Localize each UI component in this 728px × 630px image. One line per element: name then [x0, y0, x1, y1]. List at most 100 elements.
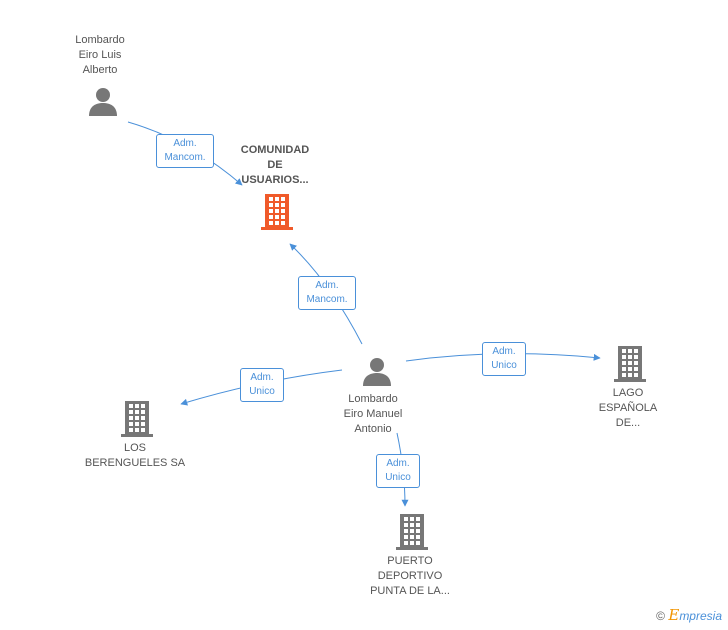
building-window: [628, 361, 632, 365]
building-window: [628, 373, 632, 377]
building-window: [416, 517, 420, 521]
label-line: LOS: [123, 442, 146, 454]
building-window: [628, 367, 632, 371]
brand-e: E: [668, 606, 680, 624]
building-window: [404, 541, 408, 545]
label-line: Lombardo: [75, 34, 125, 46]
building-window: [135, 404, 139, 408]
role-line: Mancom.: [164, 152, 206, 163]
label-line: PUERTO: [387, 555, 433, 567]
building-window: [281, 197, 285, 201]
building-window: [622, 373, 626, 377]
building-window: [634, 349, 638, 353]
building-window: [141, 410, 145, 414]
node-label-puerto[interactable]: PUERTO DEPORTIVO PUNTA DE LA...: [345, 554, 475, 599]
building-window: [404, 535, 408, 539]
building-window: [275, 215, 279, 219]
role-badge[interactable]: Adm. Unico: [376, 454, 420, 488]
node-label-berengueles[interactable]: LOS BERENGUELES SA: [70, 441, 200, 471]
building-window: [141, 404, 145, 408]
label-line: Lombardo: [348, 393, 398, 405]
building-window: [275, 221, 279, 225]
building-window: [634, 355, 638, 359]
building-base: [261, 227, 293, 230]
building-window: [410, 541, 414, 545]
building-window: [281, 209, 285, 213]
node-label-lago[interactable]: LAGO ESPAÑOLA DE...: [563, 386, 693, 431]
building-window: [622, 367, 626, 371]
label-line: PUNTA DE LA...: [370, 585, 450, 597]
building-window: [141, 416, 145, 420]
building-window: [622, 355, 626, 359]
building-icon[interactable]: [396, 514, 428, 550]
building-window: [628, 355, 632, 359]
role-line: Unico: [249, 386, 275, 397]
node-label-comunidad[interactable]: COMUNIDAD DE USUARIOS...: [210, 143, 340, 188]
person-icon[interactable]: [88, 86, 118, 116]
building-window: [628, 349, 632, 353]
building-window: [129, 416, 133, 420]
label-line: LAGO: [612, 387, 644, 399]
building-window: [634, 367, 638, 371]
building-window: [634, 361, 638, 365]
building-window: [634, 373, 638, 377]
role-line: Adm.: [173, 138, 197, 149]
building-base: [121, 434, 153, 437]
building-window: [410, 517, 414, 521]
role-line: Adm.: [492, 346, 516, 357]
label-line: DEPORTIVO: [377, 570, 443, 582]
building-window: [129, 422, 133, 426]
role-line: Adm.: [386, 458, 410, 469]
building-window: [404, 517, 408, 521]
building-window: [410, 523, 414, 527]
role-line: Adm.: [315, 280, 339, 291]
building-window: [129, 410, 133, 414]
node-label-lombardo-manuel[interactable]: Lombardo Eiro Manuel Antonio: [308, 392, 438, 437]
building-window: [410, 529, 414, 533]
building-window: [622, 361, 626, 365]
role-badge[interactable]: Adm. Unico: [482, 342, 526, 376]
building-window: [135, 410, 139, 414]
building-icon[interactable]: [614, 346, 646, 382]
building-window: [275, 209, 279, 213]
building-window: [416, 529, 420, 533]
label-line: ESPAÑOLA: [598, 402, 658, 414]
building-window: [129, 428, 133, 432]
building-window: [275, 197, 279, 201]
label-line: Antonio: [354, 423, 392, 435]
building-window: [275, 203, 279, 207]
building-window: [269, 209, 273, 213]
building-base: [396, 547, 428, 550]
role-line: Unico: [385, 472, 411, 483]
label-line: Alberto: [82, 64, 118, 76]
copyright-symbol: ©: [656, 609, 666, 623]
brand-name: mpresia: [679, 609, 722, 623]
node-label-lombardo-luis[interactable]: Lombardo Eiro Luis Alberto: [35, 33, 165, 78]
brand-logo: © Empresia: [656, 606, 722, 624]
label-line: Eiro Luis: [78, 49, 122, 61]
role-line: Mancom.: [306, 294, 348, 305]
person-icon[interactable]: [362, 356, 392, 386]
building-window: [622, 349, 626, 353]
label-line: USUARIOS...: [241, 174, 309, 186]
building-icon[interactable]: [121, 401, 153, 437]
building-window: [269, 203, 273, 207]
role-line: Unico: [491, 360, 517, 371]
building-window: [269, 197, 273, 201]
role-badge[interactable]: Adm. Unico: [240, 368, 284, 402]
building-window: [416, 541, 420, 545]
building-icon[interactable]: [261, 194, 293, 230]
label-line: BERENGUELES SA: [84, 457, 186, 469]
building-window: [404, 529, 408, 533]
role-line: Adm.: [250, 372, 274, 383]
role-badge[interactable]: Adm. Mancom.: [298, 276, 356, 310]
building-base: [614, 379, 646, 382]
building-window: [141, 428, 145, 432]
building-window: [404, 523, 408, 527]
label-line: Eiro Manuel: [343, 408, 403, 420]
building-window: [269, 215, 273, 219]
role-badge[interactable]: Adm. Mancom.: [156, 134, 214, 168]
building-window: [135, 422, 139, 426]
building-window: [281, 221, 285, 225]
building-window: [129, 404, 133, 408]
